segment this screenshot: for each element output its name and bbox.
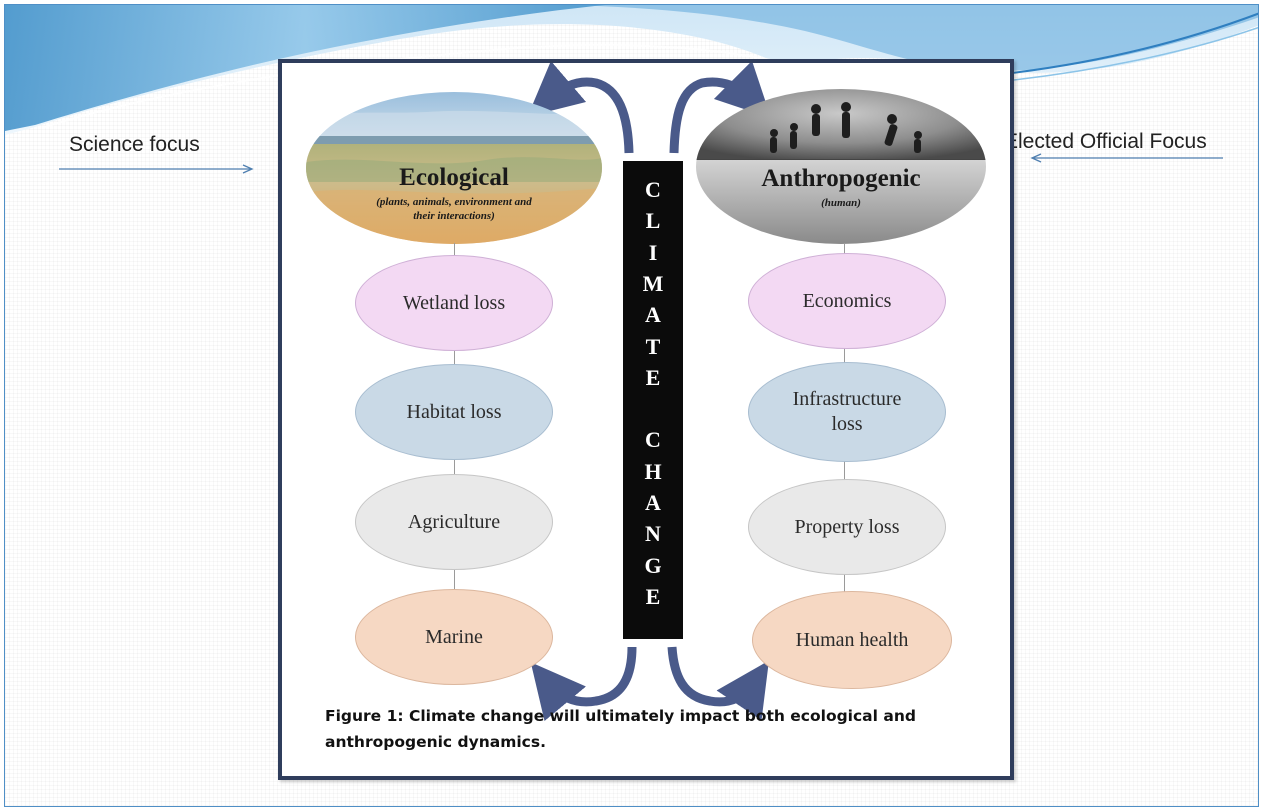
climate-change-letter: H [644,458,662,484]
climate-change-letter: M [642,270,664,296]
arrow-top-right-icon [669,63,772,154]
science-focus-label: Science focus [69,133,200,156]
climate-change-letter: A [645,490,661,515]
header-swoosh-decoration [5,5,1258,135]
infrastructure-loss-oval: Infrastructure loss [748,362,946,462]
climate-change-letter: E [645,583,661,609]
climate-change-letter: E [645,364,661,390]
economics-oval: Economics [748,253,946,349]
wetland-loss-oval: Wetland loss [355,255,553,351]
marine-oval: Marine [355,589,553,685]
climate-change-figure: Ecological (plants, animals, environment… [278,59,1014,780]
agriculture-oval: Agriculture [355,474,553,570]
figure-caption: Figure 1: Climate change will ultimately… [325,707,916,751]
curved-arrows [527,63,772,722]
human-health-oval: Human health [752,591,952,689]
habitat-loss-oval: Habitat loss [355,364,553,460]
climate-change-letter: T [645,333,661,359]
landscape-image [306,92,602,244]
slide: Science focus Elected Official Focus [4,4,1259,807]
arrow-top-left-icon [527,63,634,154]
arrow-bottom-left-icon [530,646,637,722]
property-loss-oval: Property loss [748,479,946,575]
climate-change-letter: C [645,177,661,202]
elected-official-focus-arrow-icon [1030,153,1223,163]
arrow-bottom-right-icon [667,646,769,721]
science-focus-arrow-icon [59,164,254,174]
ecological-title: Ecological [399,164,509,191]
climate-change-letter: A [645,302,661,328]
elected-official-focus-label: Elected Official Focus [1004,130,1207,153]
ecological-header-oval: Ecological (plants, animals, environment… [306,92,602,244]
climate-change-letter: N [645,521,661,547]
anthropogenic-title: Anthropogenic [761,165,921,192]
climate-change-letter: G [644,552,662,578]
ecological-subtitle-line1: (plants, animals, environment and [376,196,532,208]
anthropogenic-header-oval: Anthropogenic (human) [696,89,986,244]
climate-change-letter: I [648,239,658,265]
ecological-subtitle-line2: their interactions) [413,210,495,222]
people-silhouettes-image [696,89,986,244]
climate-change-letter: L [645,208,661,234]
climate-change-letter: C [645,427,661,453]
anthropogenic-subtitle: (human) [821,197,861,209]
